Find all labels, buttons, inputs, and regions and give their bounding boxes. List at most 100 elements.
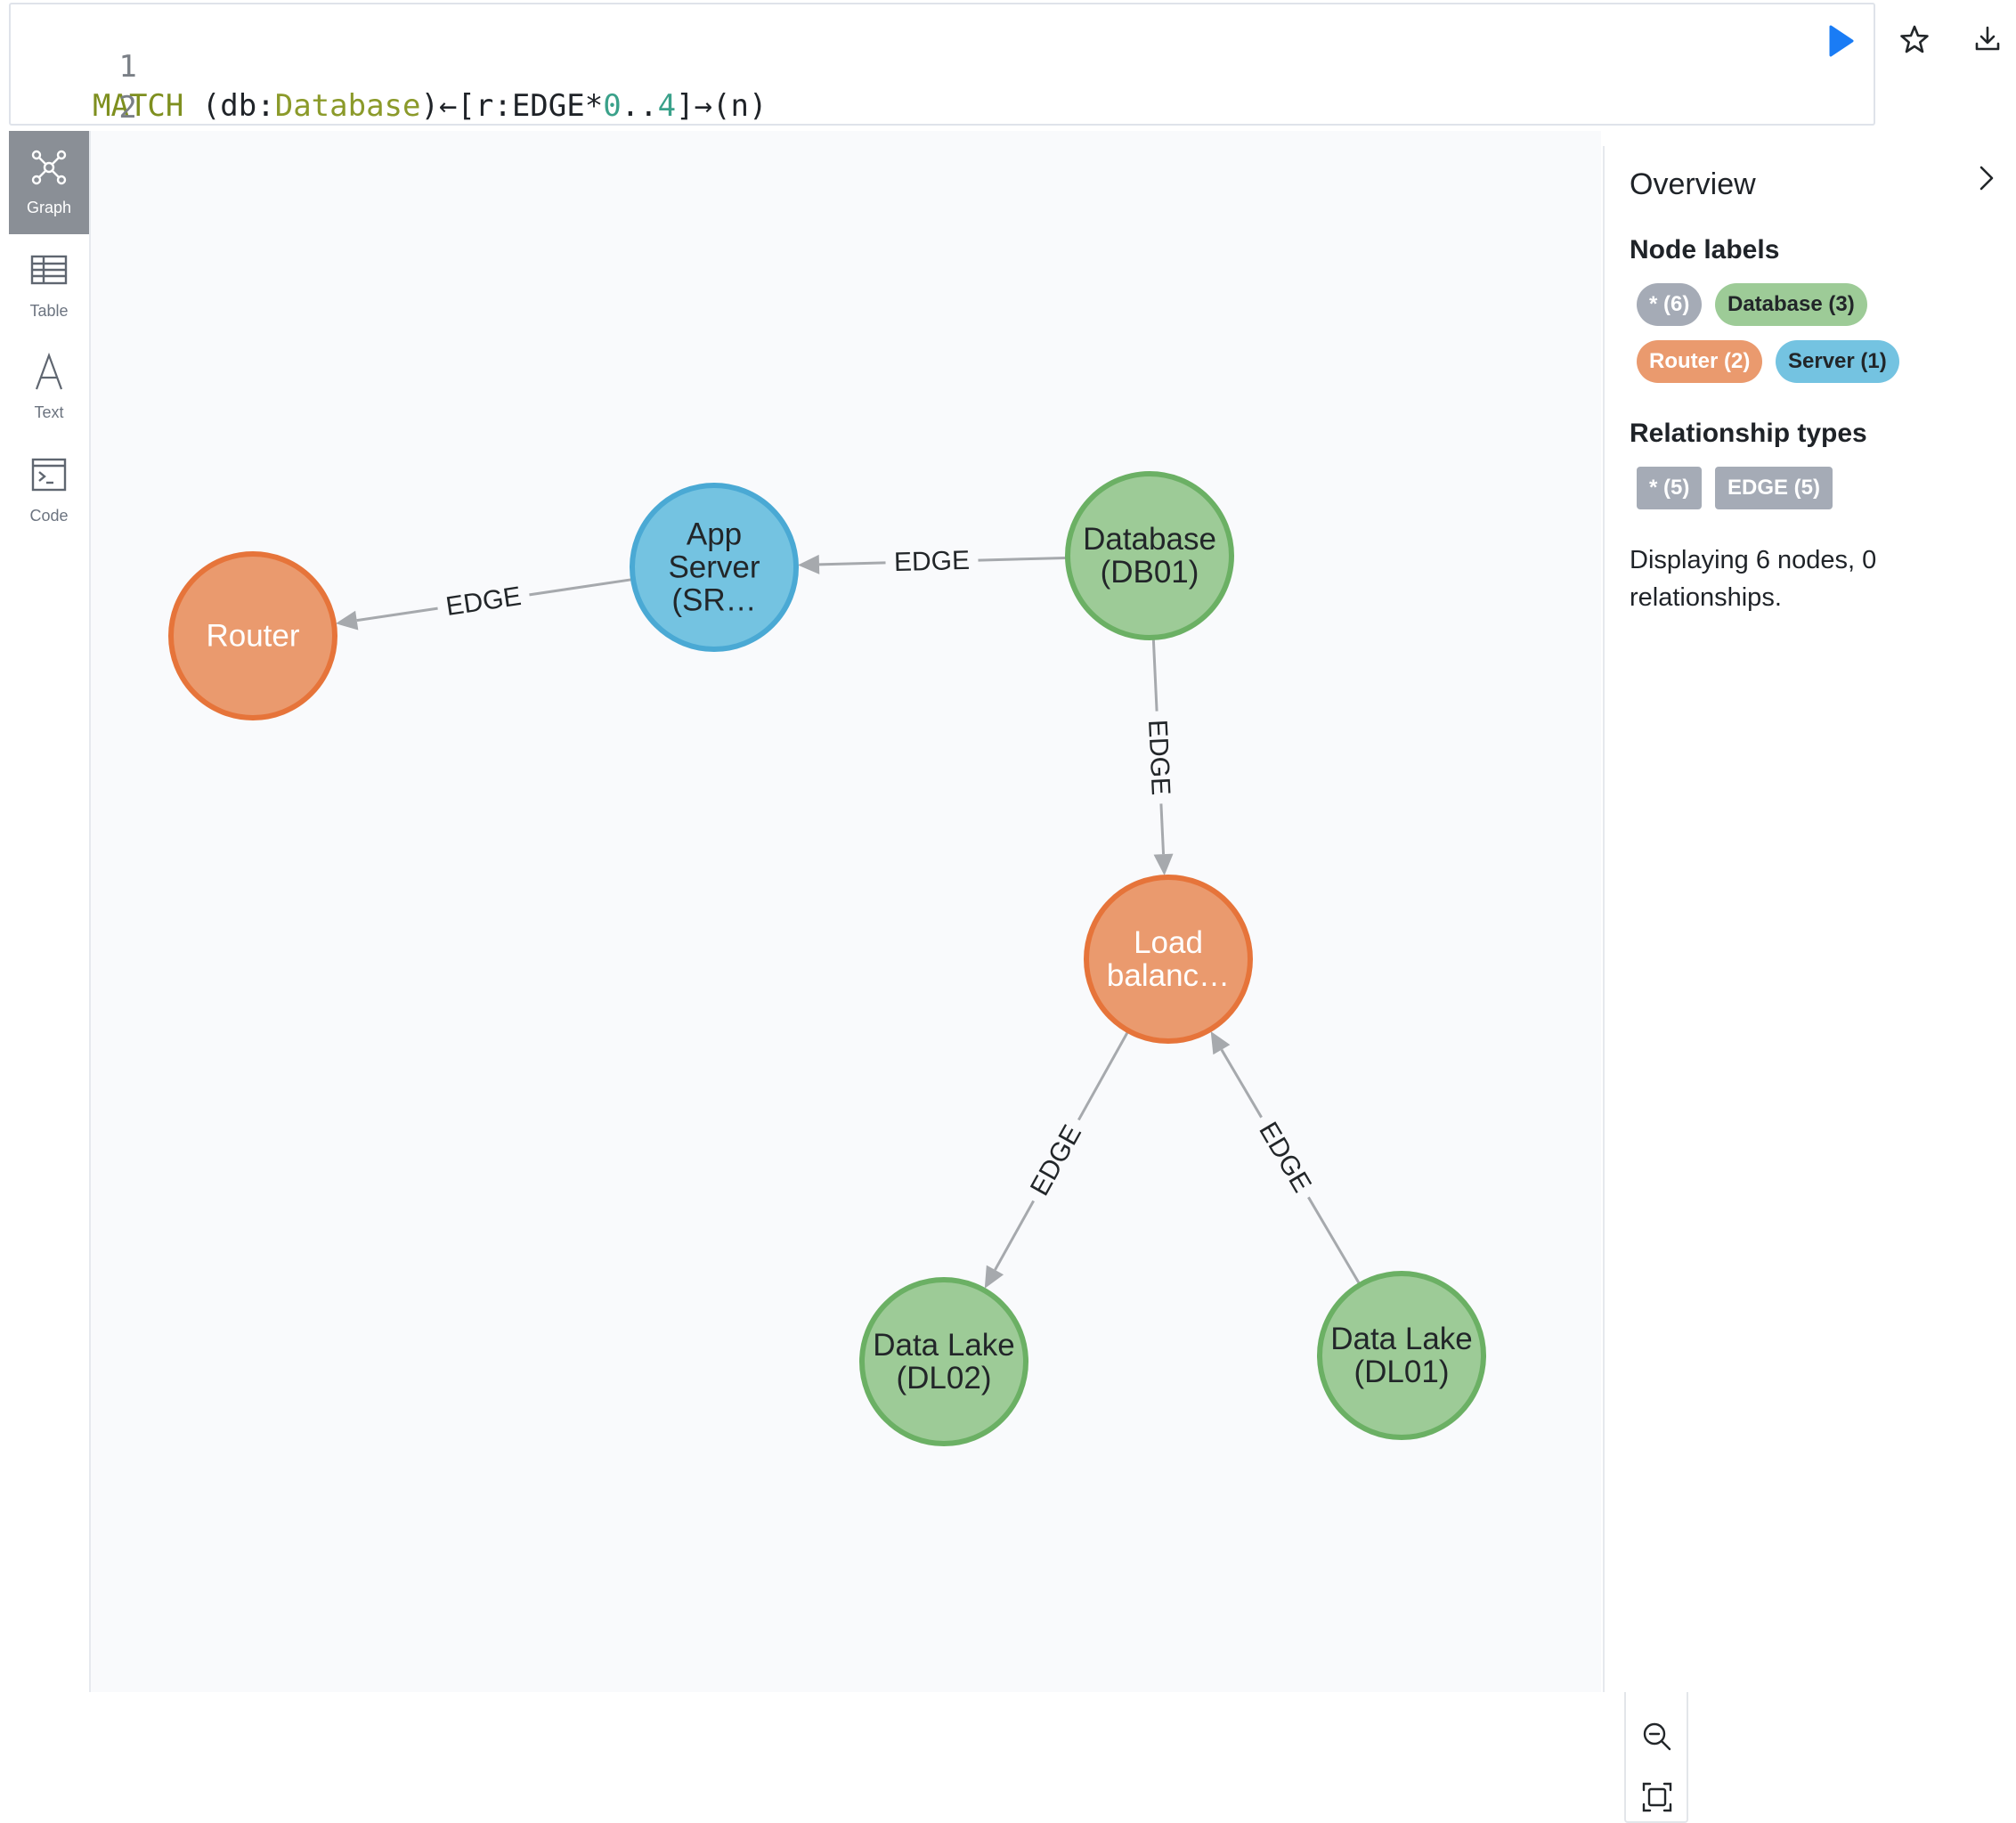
node-caption: (DL02)	[897, 1361, 992, 1396]
node-circle	[630, 483, 799, 652]
star-icon	[1900, 25, 1929, 53]
graph-icon	[31, 150, 67, 185]
node-caption: Data Lake	[1330, 1322, 1473, 1356]
node-circle	[1084, 875, 1253, 1044]
node-caption: Database	[1083, 522, 1216, 557]
view-sidebar: Graph Table Text Code	[9, 131, 91, 1692]
graph-node-app[interactable]: AppServer(SR…	[630, 483, 799, 652]
node-circle	[1065, 471, 1234, 640]
graph-node-dl01[interactable]: Data Lake(DL01)	[1317, 1271, 1486, 1440]
edge-line	[529, 578, 632, 597]
edge-line	[994, 1200, 1035, 1271]
collapse-panel-button[interactable]	[1968, 160, 2004, 196]
code-line-2: 2 WHERE db.label STARTS WITH 'Data Lake'	[11, 49, 785, 165]
node-circle	[1317, 1271, 1486, 1440]
overview-panel: Overview Node labels * (6) Database (3) …	[1603, 146, 2009, 1692]
node-label-pill-server[interactable]: Server (1)	[1776, 340, 1899, 383]
node-label-pill-database[interactable]: Database (3)	[1715, 283, 1867, 326]
node-caption: App	[687, 517, 742, 552]
node-caption: balanc…	[1107, 958, 1230, 993]
code-token: 0	[603, 88, 622, 124]
edge-line	[818, 561, 886, 566]
relationship-types-heading: Relationship types	[1630, 419, 1867, 448]
node-caption: Server	[668, 550, 760, 585]
edge-label: EDGE	[1025, 1120, 1087, 1200]
node-caption: (SR…	[671, 583, 756, 618]
line-number: 2	[118, 90, 137, 126]
edge-arrowhead	[1153, 853, 1174, 876]
download-icon	[1975, 26, 2000, 51]
nav-label-text: Text	[34, 403, 64, 421]
code-line-3: 3 RETURN db, n	[11, 90, 312, 206]
edge-line	[1159, 803, 1166, 855]
graph-node-db01[interactable]: Database(DB01)	[1065, 471, 1234, 640]
edge-arrowhead	[797, 554, 820, 574]
nav-item-code[interactable]: Code	[9, 439, 89, 542]
node-caption: Load	[1134, 925, 1203, 960]
code-token: ..	[621, 88, 658, 124]
fit-to-screen-icon	[1642, 1782, 1672, 1812]
code-text: MATCH (db:Database)←[r:EDGE*0..4]→(n)	[93, 86, 767, 126]
node-label-pill-all[interactable]: * (6)	[1637, 283, 1703, 326]
edge-label: EDGE	[1142, 719, 1175, 795]
edge-line	[1220, 1048, 1263, 1119]
nav-item-text[interactable]: Text	[9, 336, 89, 439]
graph-edge[interactable]: EDGE	[797, 546, 1067, 577]
nav-item-graph[interactable]: Graph	[9, 131, 89, 234]
edge-label: EDGE	[444, 582, 524, 622]
relationship-type-tag-all[interactable]: * (5)	[1637, 467, 1703, 509]
relationship-type-tag-edge[interactable]: EDGE (5)	[1715, 467, 1833, 509]
graph-node-lb[interactable]: Loadbalanc…	[1084, 875, 1253, 1044]
download-button[interactable]	[1968, 20, 2007, 59]
graph-edge[interactable]: EDGE	[335, 578, 632, 631]
edge-label: EDGE	[894, 546, 971, 577]
edge-arrowhead	[1210, 1031, 1231, 1055]
edge-line	[978, 556, 1067, 562]
chevron-right-icon	[1979, 166, 1994, 191]
table-icon	[30, 255, 68, 285]
graph-node-dl02[interactable]: Data Lake(DL02)	[859, 1277, 1028, 1446]
code-token: (db:	[183, 88, 275, 124]
overview-title: Overview	[1630, 167, 1756, 201]
code-line-1: 1 MATCH (db:Database)←[r:EDGE*0..4]→(n)	[11, 8, 767, 124]
nav-item-table[interactable]: Table	[9, 234, 89, 338]
code-token: ]→(n)	[676, 88, 768, 124]
play-icon	[1829, 25, 1854, 57]
graph-node-router[interactable]: Router	[168, 551, 337, 720]
code-icon	[31, 458, 67, 492]
favorite-button[interactable]	[1895, 20, 1934, 59]
node-caption: (DB01)	[1101, 555, 1199, 590]
fit-to-screen-button[interactable]	[1638, 1778, 1676, 1816]
graph-edge[interactable]: EDGE	[1210, 1031, 1361, 1284]
node-caption: (DL01)	[1354, 1355, 1450, 1389]
nav-label-table: Table	[29, 302, 69, 320]
graph-edge[interactable]: EDGE	[984, 1031, 1129, 1289]
edge-label: EDGE	[1253, 1117, 1317, 1197]
node-circle	[859, 1277, 1028, 1446]
code-token: 4	[657, 88, 677, 124]
edge-line	[1077, 1031, 1129, 1121]
edge-line	[1307, 1196, 1361, 1284]
edge-line	[356, 606, 438, 623]
node-labels-heading: Node labels	[1630, 235, 1780, 264]
node-circle	[168, 551, 337, 720]
edge-line	[1151, 639, 1158, 712]
code-token: Database	[274, 88, 421, 124]
run-button[interactable]	[1820, 21, 1859, 61]
nav-label-code: Code	[29, 507, 69, 525]
code-token: MATCH	[93, 88, 184, 124]
graph-visualization[interactable]: EDGE EDGE EDGE EDGE EDGE Database(DB01) AppSer…	[91, 131, 1601, 1692]
nav-label-graph: Graph	[26, 199, 72, 216]
edge-arrowhead	[335, 610, 359, 631]
node-caption: Router	[206, 619, 299, 654]
result-status: Displaying 6 nodes, 0 relationships.	[1630, 546, 1877, 612]
zoom-out-icon	[1643, 1722, 1671, 1751]
query-editor[interactable]: 1 MATCH (db:Database)←[r:EDGE*0..4]→(n) …	[9, 3, 1875, 206]
graph-edge[interactable]: EDGE	[1142, 639, 1175, 876]
line-number: 1	[118, 49, 137, 85]
zoom-out-button[interactable]	[1638, 1718, 1676, 1755]
text-icon	[35, 352, 63, 390]
node-label-pill-router[interactable]: Router (2)	[1637, 340, 1763, 383]
edge-arrowhead	[984, 1265, 1004, 1289]
